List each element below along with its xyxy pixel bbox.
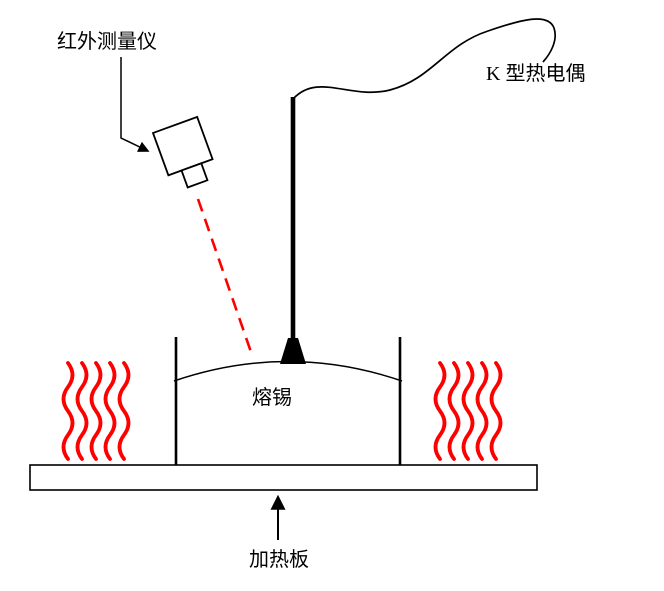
heat-wave-line: [475, 361, 489, 461]
heat-wave-line: [75, 361, 89, 461]
infrared-camera-body: [151, 115, 214, 177]
solder-surface-curve: [173, 360, 403, 382]
heat-wave-line: [447, 361, 461, 461]
infrared-beam-dashed-line: [196, 198, 253, 353]
infrared-meter-leader-line: [120, 57, 150, 152]
molten-solder-label: 熔锡: [252, 386, 292, 409]
heat-waves-right: [433, 361, 503, 461]
infrared-camera-lens: [180, 162, 209, 189]
thermocouple-label: K 型热电偶: [486, 62, 585, 85]
heat-wave-line: [89, 361, 103, 461]
heat-wave-line: [117, 361, 131, 461]
heating-plate-rect: [29, 464, 538, 491]
thermocouple-wire: [292, 18, 556, 100]
heat-wave-line: [489, 361, 503, 461]
heat-wave-line: [461, 361, 475, 461]
heat-waves-left: [61, 361, 131, 461]
heat-wave-line: [103, 361, 117, 461]
heat-wave-line: [61, 361, 75, 461]
heating-plate-label: 加热板: [249, 548, 309, 571]
infrared-meter-label: 红外测量仪: [57, 30, 157, 53]
infrared-camera: [151, 115, 214, 189]
heat-wave-line: [433, 361, 447, 461]
thermocouple-tip: [280, 338, 306, 364]
